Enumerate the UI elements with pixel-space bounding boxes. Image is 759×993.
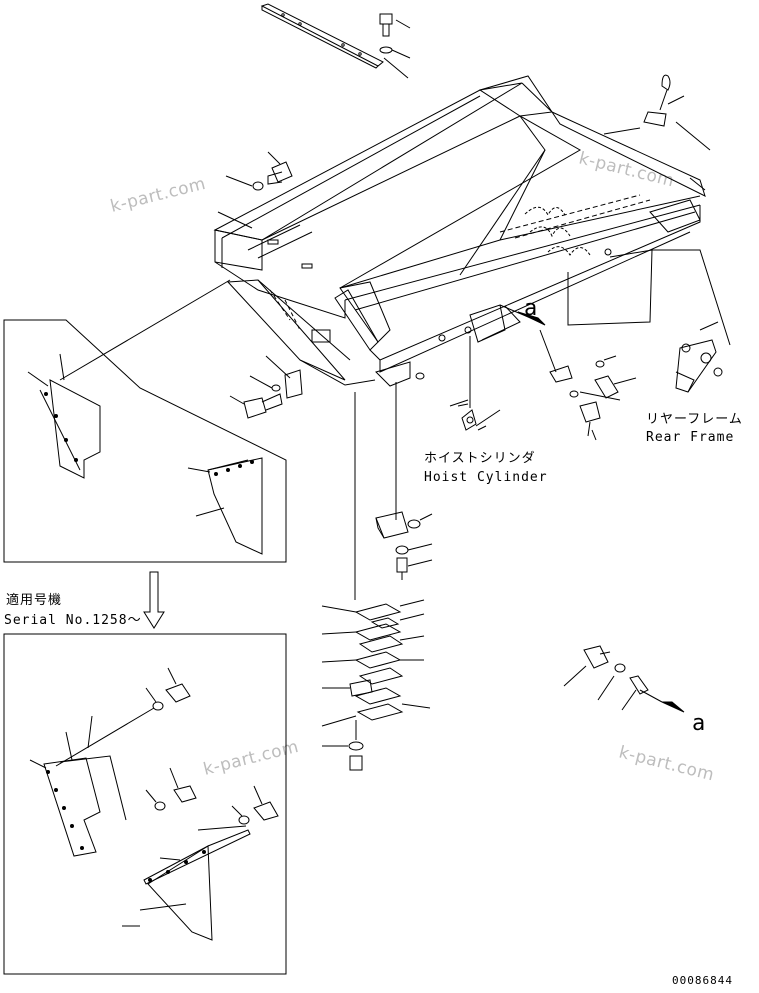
dump-body [213, 75, 706, 386]
right-bolt-set [539, 329, 637, 441]
svg-text:Rear Frame: Rear Frame [646, 430, 734, 445]
mud-flap-bolt [229, 355, 303, 419]
watermark: k-part.com [617, 742, 717, 785]
top-bolt [379, 13, 411, 79]
callout-a-upper: a [499, 296, 546, 326]
watermark: k-part.com [108, 174, 208, 217]
hoist-cylinder-parts [449, 336, 501, 431]
pin-retainer [603, 74, 711, 151]
inset-frame-upper [3, 279, 287, 563]
side-bolt-assembly [217, 151, 293, 229]
shim-stack [321, 511, 433, 771]
top-stay-plate [260, 3, 384, 69]
serial-label: 適用号機 Serial No.1258～ [4, 592, 142, 628]
svg-text:a: a [692, 711, 705, 736]
lower-right-pin-assembly: a [563, 645, 705, 736]
svg-text:Serial No.1258～: Serial No.1258～ [4, 613, 142, 628]
watermark: k-part.com [577, 148, 677, 191]
label-hoist-cylinder: ホイストシリンダ Hoist Cylinder [424, 451, 548, 485]
svg-text:ホイストシリンダ: ホイストシリンダ [424, 451, 536, 466]
drawing-number: 00086844 [672, 974, 733, 987]
inset-frame-lower [3, 633, 287, 975]
label-rear-frame: リヤーフレーム Rear Frame [646, 412, 743, 445]
rear-frame-link [567, 249, 731, 393]
svg-text:リヤーフレーム: リヤーフレーム [646, 412, 743, 427]
svg-text:Hoist Cylinder: Hoist Cylinder [424, 470, 548, 485]
lower-bracket [354, 361, 425, 600]
svg-text:適用号機: 適用号機 [6, 592, 62, 608]
down-arrow [143, 571, 165, 629]
